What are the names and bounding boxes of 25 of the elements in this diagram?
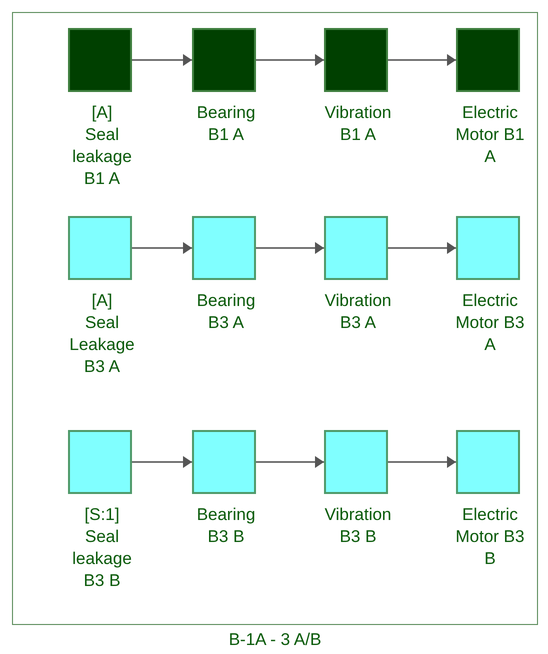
arrow (132, 242, 192, 254)
box-label: Bearing B1 A (196, 102, 256, 146)
arrow (256, 456, 324, 468)
box-label: Bearing B3 A (196, 290, 256, 334)
box-label: Vibration B3 A (324, 290, 392, 334)
arrow (256, 242, 324, 254)
box-label: Seal Leakage B3 A (68, 312, 136, 378)
arrow (132, 456, 192, 468)
arrow (388, 54, 456, 66)
arrow (132, 54, 192, 66)
box-label: Electric Motor B3 B (454, 504, 526, 570)
box-label: Seal leakage B1 A (71, 124, 133, 190)
box-label: Bearing B3 B (196, 504, 256, 548)
box-label: [S:1] (84, 504, 120, 526)
box-label: Vibration B1 A (324, 102, 392, 146)
arrow (388, 456, 456, 468)
box-label: Electric Motor B1 A (454, 102, 526, 168)
arrow (256, 54, 324, 66)
box-label: [A] (90, 102, 114, 124)
arrow (388, 242, 456, 254)
box-label: [A] (90, 290, 114, 312)
box-label: Electric Motor B3 A (454, 290, 526, 356)
box-label: Seal leakage B3 B (71, 526, 133, 592)
frame-caption: B-1A - 3 A/B (228, 630, 322, 650)
box-label: Vibration B3 B (324, 504, 392, 548)
